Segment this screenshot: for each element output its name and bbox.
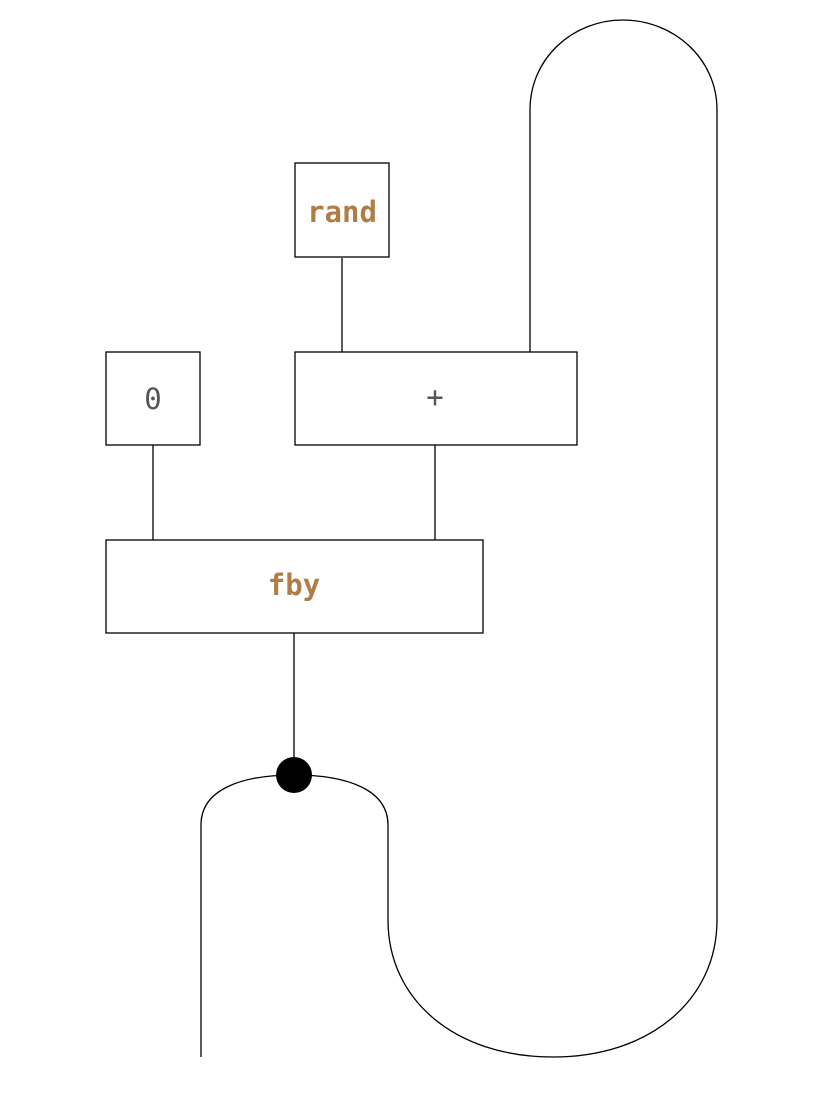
plus-label: + <box>426 380 443 414</box>
zero-node: 0 <box>105 351 201 446</box>
rand-box <box>294 162 390 258</box>
rand-node: rand <box>294 162 390 258</box>
zero-box <box>105 351 201 446</box>
rand-label: rand <box>307 195 377 229</box>
zero-label: 0 <box>144 382 161 416</box>
plus-box <box>294 351 578 446</box>
fby-label: fby <box>268 568 320 602</box>
split-junction-dot <box>276 757 312 793</box>
plus-node: + <box>294 351 578 446</box>
fby-box <box>105 539 484 634</box>
wire-feedback-loop <box>293 19 718 1058</box>
wire-split-to-output <box>200 774 295 1057</box>
fby-node: fby <box>105 539 484 634</box>
